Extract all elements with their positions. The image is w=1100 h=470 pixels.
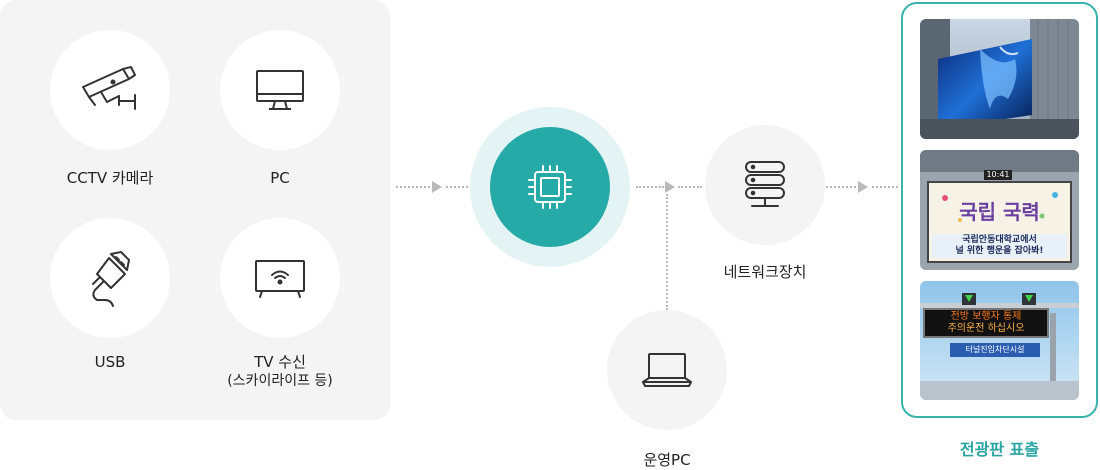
connector-dots-vertical [666,194,668,310]
display-output-label: 전광판 표출 [959,440,1040,459]
operator-pc-circle [607,310,727,430]
tv-wifi-icon [255,260,305,298]
cctv-camera-icon [82,66,136,110]
billboard-line1: 국립안동대학교에서 [962,235,1037,245]
billboard-line2: 널 위한 행운을 잡아봐! [955,246,1044,256]
connector-dots [396,186,430,188]
connector-dots [678,186,702,188]
monitor-icon [256,70,304,110]
billboard-clock: 10:41 [986,170,1010,179]
chip-icon [528,165,572,209]
network-label: 네트워크장치 [723,263,807,281]
usb-label: USB [94,353,126,371]
cctv-camera-circle [50,30,170,150]
billboard-headline: 국립 국력 [959,200,1040,224]
led-billboard-photo: 10:41 국립 국력 국립안동대학교에서 널 위한 행운을 잡아봐! [920,150,1079,270]
processor-circle [490,127,610,247]
pc-circle [220,30,340,150]
tv-label-line1: TV 수신 [254,353,306,371]
operator-pc-label: 운영PC [643,451,691,469]
arrow-right-icon [432,181,442,193]
arrow-right-icon [665,181,675,193]
building-media-facade-photo [920,19,1079,139]
vms-line2: 주의운전 하십시오 [947,323,1025,334]
tv-circle [220,218,340,338]
connector-dots [636,186,664,188]
usb-circle [50,218,170,338]
tv-label-line2: (스카이라이프 등) [227,373,333,389]
pc-label: PC [270,169,290,187]
tunnel-vms-sign-photo: 전방 보행자 통제 주의운전 하십시오 터널진입차단시설 [920,281,1079,400]
vms-banner: 터널진입차단시설 [965,345,1025,354]
arrow-right-icon [858,181,868,193]
connector-dots [872,186,898,188]
connector-dots [446,186,468,188]
cctv-label: CCTV 카메라 [66,169,154,187]
laptop-icon [642,353,692,387]
display-output-frame [901,2,1098,418]
server-icon [745,161,785,207]
usb-icon [92,251,130,307]
connector-dots [826,186,856,188]
network-circle [705,125,825,245]
vms-line1: 전방 보행자 통제 [950,311,1022,322]
